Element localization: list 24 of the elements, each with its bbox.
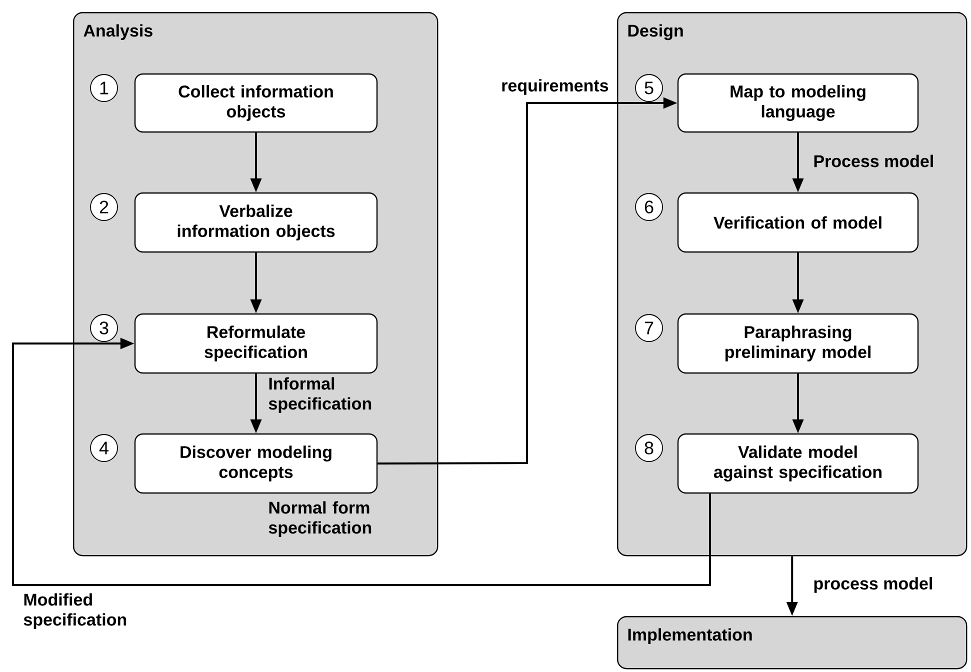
edge-label: Modified specification [24,593,126,630]
process-box: Verbalize information objects [134,192,378,253]
step-number: 2 [90,193,118,221]
flow-label: Normal form specification [268,501,372,538]
step-number: 5 [635,74,663,102]
step-number: 3 [90,314,118,342]
edge-label: Process model [814,154,933,168]
process-box: Paraphrasing preliminary model [677,313,919,374]
process-box: Validate model against specification [677,433,919,494]
process-box: Reformulate specification [134,313,378,374]
edge-label: Informal specification [268,377,372,414]
step-number: 6 [635,193,663,221]
step-number: 7 [635,314,663,342]
panel: Implementation [617,616,968,670]
process-box: Verification of model [677,192,919,253]
edge-label: process model [814,577,932,593]
process-box: Discover modeling concepts [134,433,378,494]
edge-label: requirements [502,79,608,95]
step-number: 4 [90,434,118,462]
step-number: 1 [90,74,118,102]
process-box: Collect information objects [134,73,378,133]
arrow [12,338,711,586]
process-box: Map to modeling language [677,73,919,133]
step-number: 8 [635,434,663,462]
